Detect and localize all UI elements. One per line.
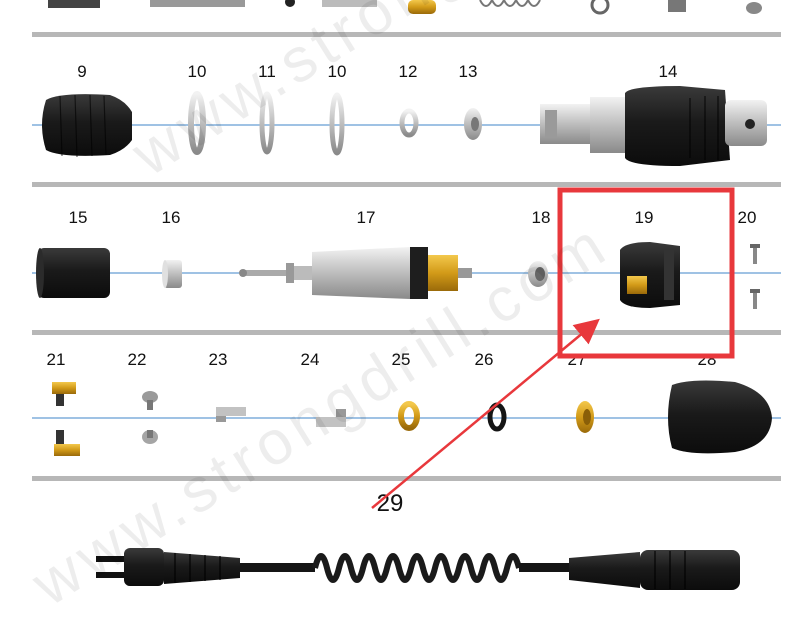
highlight-box (557, 187, 735, 359)
part-label-19: 19 (634, 208, 654, 227)
part-12-ring (399, 108, 419, 138)
part-11-washer (259, 91, 275, 155)
part-22-screws (142, 391, 158, 444)
row-divider (32, 182, 781, 187)
top-row-parts (48, 0, 762, 15)
part-20-screws (750, 244, 760, 309)
part-label-24: 24 (300, 350, 320, 369)
part-16-bearing (162, 260, 182, 288)
part-29-power-cable (96, 548, 740, 590)
part-label-18: 18 (531, 208, 551, 227)
part-13-bearing (464, 108, 482, 140)
part-21-contacts (52, 382, 80, 456)
part-label-23: 23 (208, 350, 228, 369)
part-label-11: 11 (258, 62, 276, 81)
part-23-clip (216, 407, 246, 422)
part-27-nut (576, 401, 594, 433)
part-label-20: 20 (737, 208, 757, 227)
part-label-22: 22 (127, 350, 147, 369)
part-label-9: 9 (77, 62, 87, 81)
part-18-bearing (528, 261, 548, 287)
row-divider (32, 32, 781, 37)
part-label-13: 13 (458, 62, 478, 81)
part-label-10b: 10 (327, 62, 347, 81)
part-14-handpiece-assembly (540, 86, 767, 166)
part-9-knurled-nut (42, 94, 132, 158)
part-label-17: 17 (356, 208, 376, 227)
part-19-brush-holder (620, 242, 680, 308)
part-label-15: 15 (68, 208, 88, 227)
part-28-end-cap (668, 380, 772, 454)
part-label-14: 14 (658, 62, 678, 81)
part-10-washer (188, 91, 206, 155)
callout-arrow (371, 318, 600, 509)
part-label-16: 16 (161, 208, 181, 227)
row-divider (32, 330, 781, 335)
part-label-25: 25 (391, 350, 411, 369)
part-24-clip (316, 409, 346, 427)
part-25-ring (398, 401, 420, 431)
part-10-washer-b (329, 92, 345, 156)
part-17-motor (239, 247, 472, 299)
part-label-10: 10 (187, 62, 207, 81)
part-label-12: 12 (398, 62, 418, 81)
part-label-26: 26 (474, 350, 494, 369)
part-label-21: 21 (46, 350, 66, 369)
part-15-sleeve (36, 248, 110, 298)
